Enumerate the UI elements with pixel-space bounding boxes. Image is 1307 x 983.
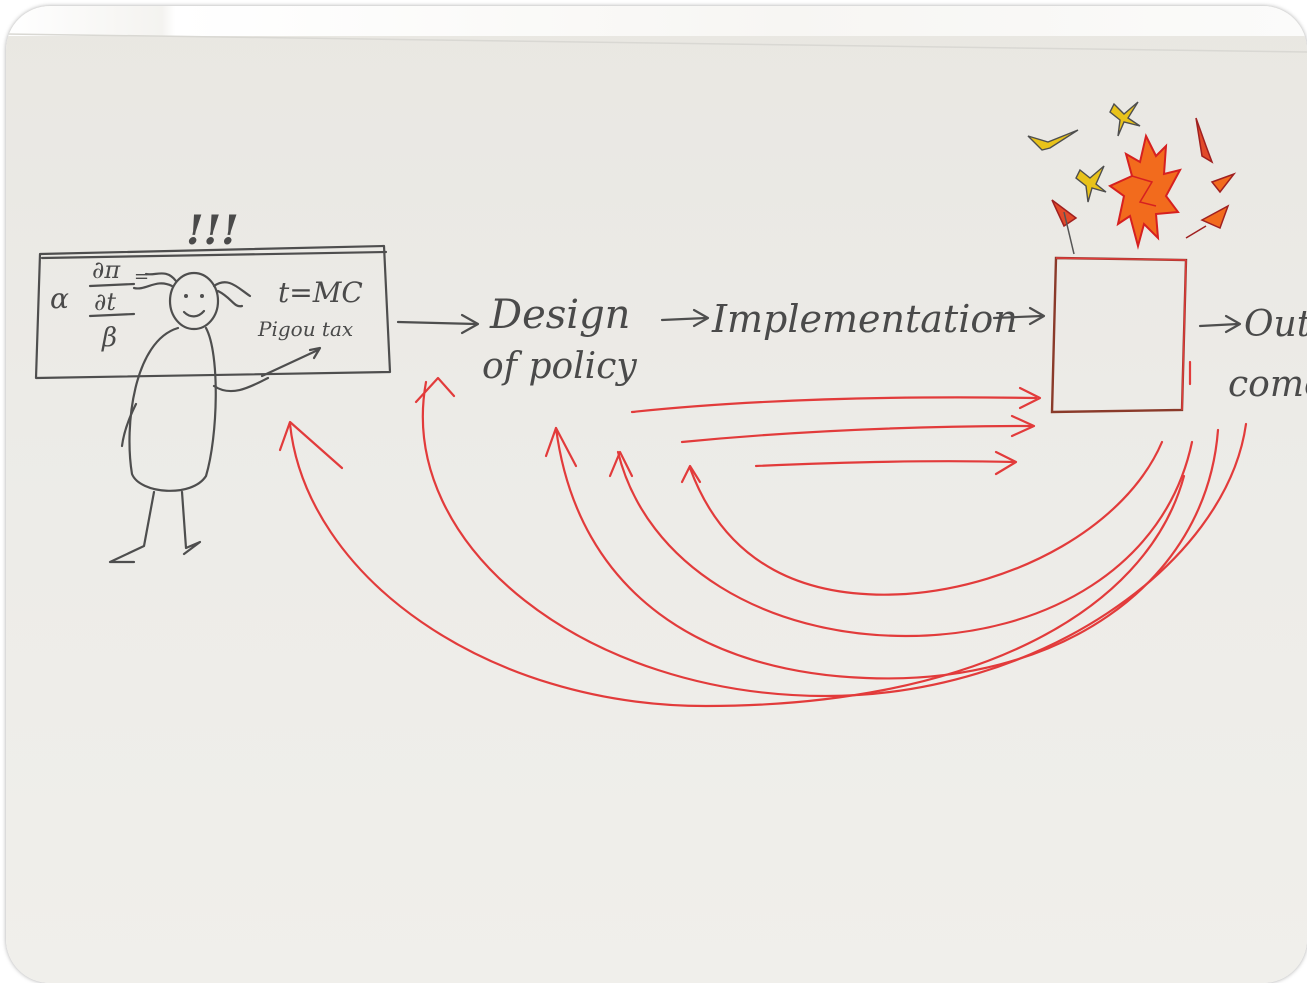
debris-shard-top — [1195, 117, 1214, 164]
formula-numerator: ∂π — [92, 256, 121, 284]
exclamation-marks: !!! — [186, 207, 239, 254]
paper-crease — [6, 33, 1307, 53]
feedback-curve-1 — [688, 440, 1164, 596]
feedback-line-3 — [754, 460, 1016, 468]
arrow-design-to-implementation — [660, 308, 710, 328]
explosion-flame — [1108, 133, 1182, 250]
feedback-line-2 — [680, 424, 1034, 444]
chalkboard — [34, 244, 392, 380]
arrow-implementation-to-box — [992, 306, 1046, 326]
feedback-curve-4 — [421, 380, 1248, 698]
formula-beta: β — [101, 323, 117, 353]
tax-equation: t=MC — [278, 276, 363, 309]
formula-denominator: ∂t — [94, 288, 116, 316]
paper-frame: !!! α ∂π = ∂t β t=MC Pigou tax — [6, 6, 1307, 983]
feedback-curve-5 — [288, 422, 1186, 708]
feedback-head-2 — [1010, 414, 1036, 438]
arrow-board-to-design — [396, 313, 480, 335]
outcome-label-line1: Out — [1244, 304, 1307, 345]
feedback-line-1 — [630, 396, 1038, 414]
formula-alpha: α — [50, 282, 69, 315]
debris-shard-right — [1210, 172, 1237, 194]
arrow-box-to-outcome — [1198, 314, 1242, 334]
feedback-curve-3 — [554, 426, 1220, 680]
spark-star-left — [1075, 165, 1107, 203]
teacher-figure — [108, 271, 322, 564]
feedback-head-3 — [994, 450, 1018, 476]
feedback-curve-3-head — [544, 426, 578, 468]
process-box — [1050, 256, 1188, 414]
feedback-curve-2-head — [608, 450, 634, 478]
formula-equals: = — [134, 266, 149, 287]
feedback-curve-4-head — [414, 376, 456, 404]
pigou-tax-label: Pigou tax — [257, 317, 353, 341]
debris-stick-left — [1063, 211, 1075, 255]
paper-top-edge — [6, 6, 1307, 36]
feedback-head-1 — [1018, 386, 1042, 410]
spark-comet — [1027, 129, 1079, 151]
outcome-label-line2: come — [1228, 364, 1307, 405]
spark-star-top — [1109, 101, 1141, 137]
feedback-curve-1-head — [680, 464, 702, 484]
implementation-label: Implementation — [711, 297, 1018, 341]
feedback-arrows — [278, 360, 1248, 708]
feedback-curve-2 — [616, 440, 1194, 638]
sketch: !!! α ∂π = ∂t β t=MC Pigou tax — [6, 33, 1307, 708]
design-label-line1: Design — [489, 292, 630, 338]
debris-shard-low — [1200, 204, 1230, 230]
design-label-line2: of policy — [482, 346, 637, 387]
feedback-curve-5-head — [278, 420, 344, 470]
board-formula: α ∂π = ∂t β — [50, 256, 149, 353]
